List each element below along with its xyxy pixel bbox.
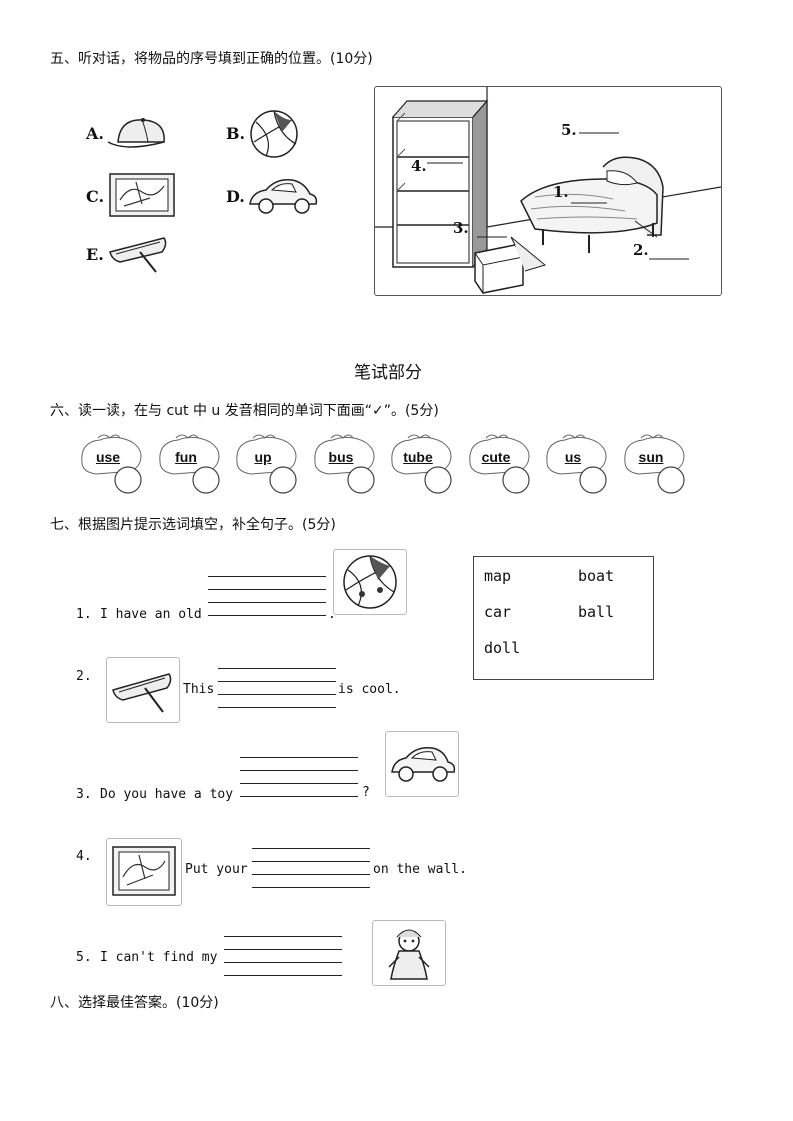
room-label-1: 1. [553, 183, 569, 201]
writing-line[interactable] [218, 694, 336, 695]
room-label-5: 5. [561, 121, 577, 139]
ball-icon [248, 108, 300, 160]
ball-picture [333, 549, 407, 615]
option-b-label: B. [226, 124, 246, 143]
boat-icon [106, 228, 172, 276]
item-2-before: This [183, 682, 215, 697]
option-d-label: D. [226, 187, 245, 206]
writing-line[interactable] [252, 874, 370, 875]
word-item: cute [464, 432, 534, 496]
car-picture [385, 731, 459, 797]
bookshelf [392, 99, 489, 268]
item-3-after: ? [362, 785, 370, 800]
cap-icon [106, 112, 172, 156]
room-label-2: 2. [633, 241, 649, 259]
word-label: sun [638, 449, 664, 465]
writing-line [252, 887, 370, 888]
answer-circle[interactable] [503, 467, 529, 493]
section5-heading: 五、听对话，将物品的序号填到正确的位置。(10分) [50, 51, 373, 67]
word-box-item: doll [484, 639, 521, 657]
writing-line [224, 949, 342, 950]
answer-circle[interactable] [270, 467, 296, 493]
word-item: up [231, 432, 301, 496]
item-4-before: Put your [185, 862, 248, 877]
room-picture: 1. 2. 3. 4. 5. [374, 86, 722, 296]
map-picture [106, 838, 182, 906]
writing-line [208, 589, 326, 590]
item-1-number: 1. [76, 607, 92, 622]
word-item: sun [619, 432, 689, 496]
item-4-after: on the wall. [373, 862, 467, 877]
option-a-label: A. [86, 124, 104, 143]
box [474, 236, 547, 294]
item-3-number: 3. [76, 787, 92, 802]
answer-circle[interactable] [348, 467, 374, 493]
word-item: us [541, 432, 611, 496]
written-part-title: 笔试部分 [354, 363, 422, 383]
map-icon [106, 170, 178, 220]
writing-line [208, 602, 326, 603]
option-c-label: C. [86, 187, 105, 206]
writing-line [240, 783, 358, 784]
word-label: up [254, 449, 272, 465]
item-5-number: 5. [76, 950, 92, 965]
word-label: tube [403, 449, 433, 465]
writing-line [240, 757, 358, 758]
bed [520, 156, 664, 253]
item-4-number: 4. [76, 849, 92, 864]
writing-line[interactable] [208, 615, 326, 616]
writing-line [218, 681, 336, 682]
writing-line [252, 848, 370, 849]
answer-circle[interactable] [658, 467, 684, 493]
writing-line [252, 861, 370, 862]
room-label-4: 4. [411, 157, 427, 175]
writing-line [218, 668, 336, 669]
answer-circle[interactable] [580, 467, 606, 493]
item-5-before: I can't find my [100, 950, 218, 965]
word-box-item: map [484, 567, 512, 585]
writing-line[interactable] [224, 962, 342, 963]
writing-line [224, 975, 342, 976]
answer-circle[interactable] [193, 467, 219, 493]
item-2-number: 2. [76, 669, 92, 684]
writing-line [240, 770, 358, 771]
item-2-after: is cool. [338, 682, 401, 697]
word-box: map boat car ball doll [473, 556, 654, 680]
word-box-item: car [484, 603, 512, 621]
writing-line[interactable] [240, 796, 358, 797]
word-item: fun [154, 432, 224, 496]
answer-circle[interactable] [115, 467, 141, 493]
section6-heading: 六、读一读，在与 cut 中 u 发音相同的单词下面画“✓”。(5分) [50, 403, 439, 419]
word-item: bus [309, 432, 379, 496]
car-icon [246, 174, 320, 216]
writing-line [218, 707, 336, 708]
word-box-item: ball [578, 603, 615, 621]
item-1-before: I have an old [100, 607, 202, 622]
writing-line [224, 936, 342, 937]
room-label-3: 3. [453, 219, 469, 237]
writing-line [208, 576, 326, 577]
section7-heading: 七、根据图片提示选词填空，补全句子。(5分) [50, 517, 336, 533]
word-label: use [95, 449, 121, 465]
word-item: use [76, 432, 146, 496]
word-label: bus [328, 449, 354, 465]
item-3-before: Do you have a toy [100, 787, 234, 802]
word-label: cute [481, 449, 511, 465]
section8-heading: 八、选择最佳答案。(10分) [50, 995, 219, 1011]
word-box-item: boat [578, 567, 615, 585]
option-e-label: E. [86, 245, 104, 264]
answer-circle[interactable] [425, 467, 451, 493]
doll-picture [372, 920, 446, 986]
item-1-after: . [328, 607, 336, 622]
word-label: us [564, 449, 582, 465]
word-label: fun [175, 449, 197, 465]
boat-picture [106, 657, 180, 723]
word-item: tube [386, 432, 456, 496]
